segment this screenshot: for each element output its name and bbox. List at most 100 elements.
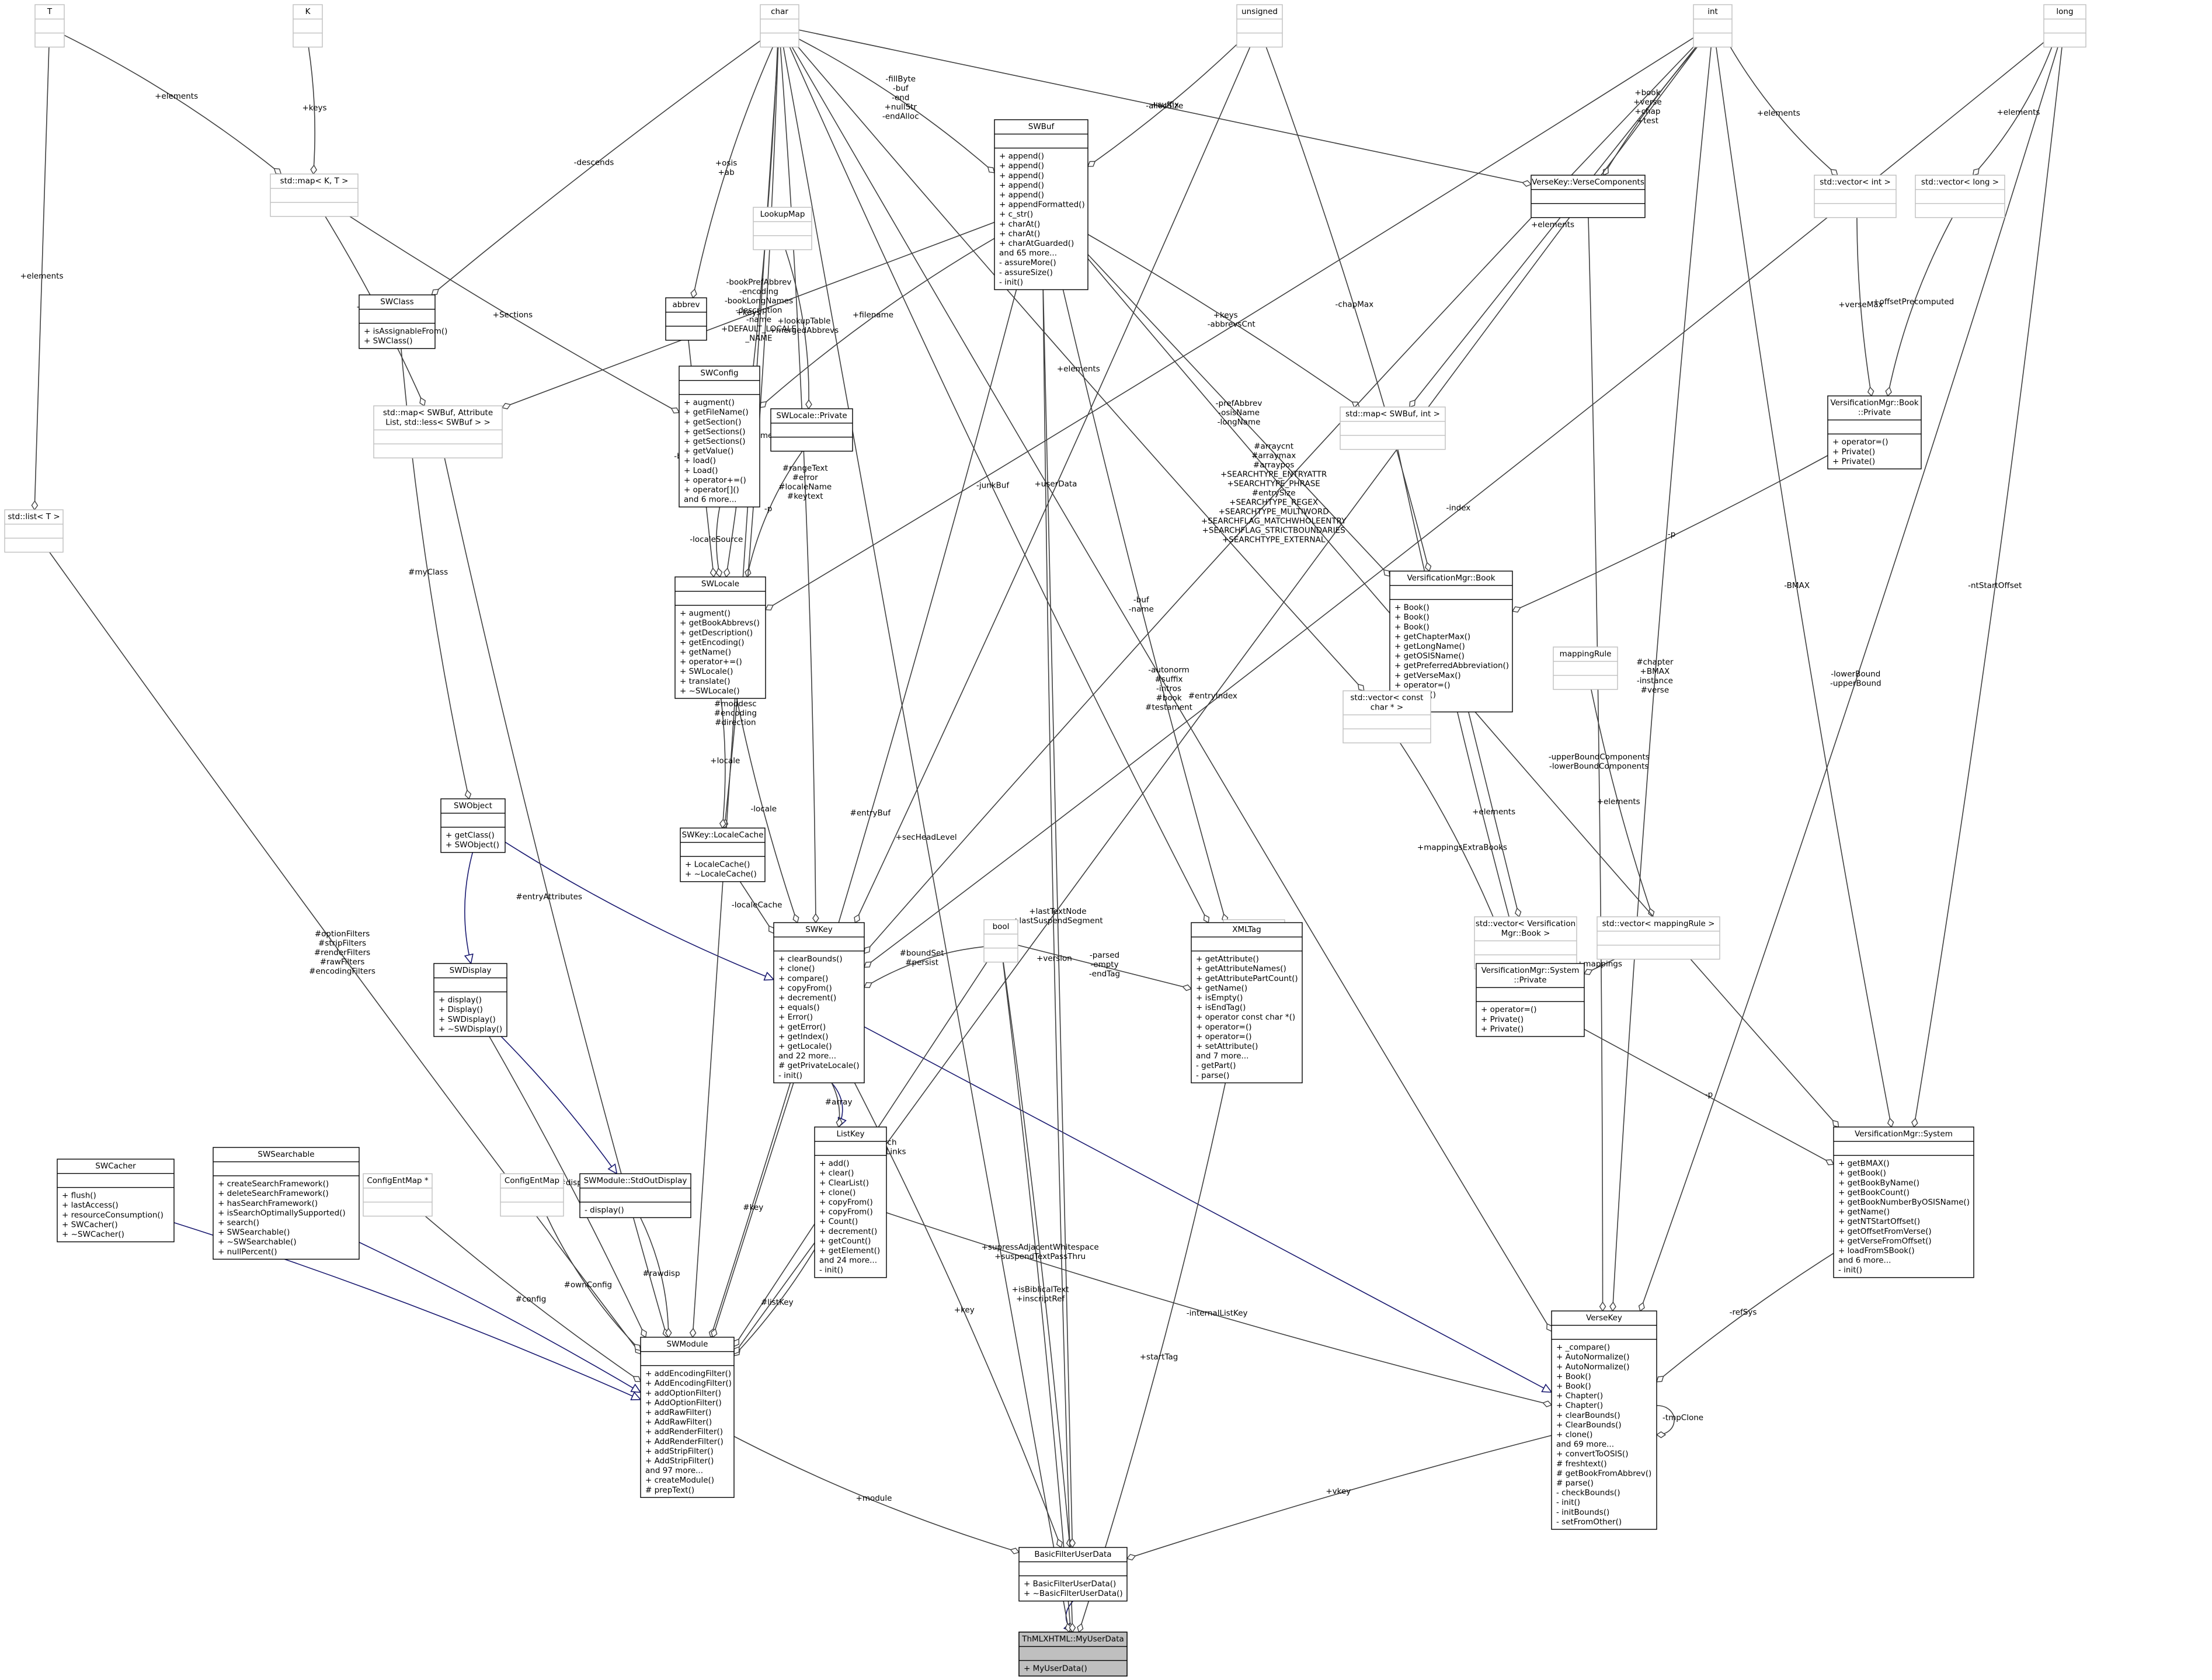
class-node-SWBuf[interactable]: SWBuf+ append()+ append()+ append()+ app… [994, 119, 1088, 290]
class-operation: - checkBounds() [1556, 1488, 1620, 1498]
edge-label-line: +keys [736, 308, 761, 317]
class-node-SWKey[interactable]: SWKey+ clearBounds()+ clone()+ compare()… [773, 922, 865, 1084]
class-node-VMBookPrivate[interactable]: VersificationMgr::Book::Private+ operato… [1827, 395, 1922, 469]
class-operation: + ClearList() [819, 1178, 869, 1188]
class-name: std::vector< int > [1820, 178, 1891, 187]
class-operation: + loadFromSBook() [1838, 1246, 1915, 1255]
class-box [1236, 4, 1283, 48]
usage-edge [64, 34, 281, 174]
class-node-SWObject[interactable]: SWObject+ getClass()+ SWObject() [440, 798, 506, 853]
class-node-mapSWBufInt[interactable]: std::map< SWBuf, int > [1340, 406, 1446, 450]
class-node-VMSystem[interactable]: VersificationMgr::System+ getBMAX()+ get… [1833, 1126, 1974, 1278]
edge-label-line: +suspendTextPassThru [994, 1252, 1086, 1261]
edge-label: -parsed-empty-endTag [1089, 951, 1120, 979]
class-node-LookupMap[interactable]: LookupMap [753, 207, 812, 251]
edge-label-line: -index [1446, 503, 1470, 513]
class-operation: + append() [999, 171, 1044, 180]
edge-label-line: #error [792, 473, 818, 482]
class-name: VerseKey::VerseComponents [1532, 178, 1644, 187]
class-node-VMSystemPrivate[interactable]: VersificationMgr::System::Private+ opera… [1476, 963, 1585, 1037]
class-node-unsigned[interactable]: unsigned [1236, 4, 1283, 48]
class-operation: + getChapterMax() [1394, 632, 1470, 641]
class-operation: + getOSISName() [1394, 652, 1465, 661]
class-node-long[interactable]: long [2043, 4, 2086, 48]
edge-label-line: +supressAdjacentWhitespace [982, 1243, 1099, 1252]
class-node-VerseComponents[interactable]: VerseKey::VerseComponents [1531, 175, 1646, 218]
class-operation: + append() [999, 152, 1044, 161]
edge-label: -p [764, 504, 772, 513]
class-operation: + operator const char *() [1196, 1013, 1295, 1022]
usage-edge [1017, 944, 1191, 989]
class-box [4, 509, 64, 553]
class-operation: + c_str() [999, 210, 1033, 219]
class-node-abbrev[interactable]: abbrev [665, 297, 707, 341]
class-node-SWConfig[interactable]: SWConfig+ augment()+ getFileName()+ getS… [679, 366, 760, 507]
class-node-vecVMBook[interactable]: std::vector< VersificationMgr::Book > [1474, 916, 1577, 969]
class-node-ConfigEntMap[interactable]: ConfigEntMap [500, 1173, 564, 1217]
class-operation: + operator=() [1196, 1022, 1252, 1032]
class-operation: # prepText() [645, 1486, 694, 1495]
usage-edge [886, 1212, 1552, 1405]
class-operation: + MyUserData() [1024, 1664, 1087, 1674]
edge-label-line: -bookPrefAbbrev [726, 277, 792, 287]
class-node-LocaleCache[interactable]: SWKey::LocaleCache+ LocaleCache()+ ~Loca… [680, 827, 766, 882]
class-node-MyUserData[interactable]: ThMLXHTML::MyUserData+ MyUserData() [1018, 1632, 1128, 1676]
class-node-vecLong[interactable]: std::vector< long > [1915, 175, 2005, 218]
usage-edge [1002, 962, 1071, 1632]
class-node-char[interactable]: char [760, 4, 799, 48]
class-operation: + add() [819, 1159, 850, 1168]
class-operation: + Private() [1481, 1024, 1524, 1034]
class-operation: and 97 more... [645, 1466, 703, 1476]
edge-label-line: #myClass [408, 568, 448, 577]
edge-label-line: -intros [1156, 684, 1181, 693]
class-node-vecInt[interactable]: std::vector< int > [1814, 175, 1897, 218]
usage-edge [1888, 217, 1953, 396]
class-node-stdmapKT[interactable]: std::map< K, T > [270, 173, 359, 217]
edge-label-line: +version [1037, 954, 1072, 964]
edge-label-line: #entryIndex [1188, 691, 1237, 701]
usage-edge [1640, 47, 2058, 1311]
class-name: std::map< SWBuf, int > [1345, 409, 1440, 419]
class-node-SWModule[interactable]: SWModule+ addEncodingFilter()+ AddEncodi… [640, 1337, 735, 1498]
class-node-int[interactable]: int [1693, 4, 1733, 48]
usage-edge [1042, 289, 1072, 1632]
edge-label: +mappingsExtraBooks [1417, 843, 1507, 853]
class-node-VerseKey[interactable]: VerseKey+ _compare()+ AutoNormalize()+ A… [1551, 1310, 1657, 1530]
class-node-stdlistT[interactable]: std::list< T > [4, 509, 64, 553]
class-operation: + BasicFilterUserData() [1024, 1580, 1116, 1589]
class-node-ConfigEntMapPtr[interactable]: ConfigEntMap * [363, 1173, 433, 1217]
class-node-vecMappingRule[interactable]: std::vector< mappingRule > [1597, 916, 1720, 960]
edge-label-line: #moddesc [714, 699, 757, 708]
class-node-BasicFilterUserData[interactable]: BasicFilterUserData+ BasicFilterUserData… [1018, 1547, 1128, 1602]
class-operation: + isAssignableFrom() [364, 327, 447, 336]
class-node-SWClass[interactable]: SWClass+ isAssignableFrom()+ SWClass() [359, 294, 447, 349]
class-node-SWLocalePrivate[interactable]: SWLocale::Private [770, 408, 853, 452]
class-operation: + append() [999, 161, 1044, 171]
class-operation: and 7 more... [1196, 1052, 1248, 1061]
class-operation: + append() [999, 190, 1044, 200]
class-box [1018, 1547, 1128, 1602]
class-node-XMLTag[interactable]: XMLTag+ getAttribute()+ getAttributeName… [1191, 922, 1303, 1084]
class-node-T[interactable]: T [34, 4, 65, 48]
class-node-StdOutDisplay[interactable]: SWModule::StdOutDisplay- display() [579, 1173, 691, 1218]
class-name: Mgr::Book > [1501, 929, 1550, 938]
class-node-SWDisplay[interactable]: SWDisplay+ display()+ Display()+ SWDispl… [433, 963, 507, 1037]
class-node-ListKey[interactable]: ListKey+ add()+ clear()+ ClearList()+ cl… [814, 1126, 887, 1278]
class-node-mappingRule[interactable]: mappingRule [1553, 646, 1618, 690]
class-box [1474, 916, 1577, 969]
class-node-bool[interactable]: bool [983, 919, 1018, 963]
edge-label-line: -empty [1090, 960, 1118, 969]
edge-label-line: #arraymax [1251, 451, 1296, 460]
class-node-SWLocale[interactable]: SWLocale+ augment()+ getBookAbbrevs()+ g… [674, 576, 766, 699]
class-node-SWSearchable[interactable]: SWSearchable+ createSearchFramework()+ d… [213, 1147, 360, 1260]
edge-label-line: +module [856, 1494, 892, 1503]
usage-edge [1591, 689, 1653, 917]
usage-edge [1087, 254, 1390, 576]
class-node-SWCacher[interactable]: SWCacher+ flush()+ lastAccess()+ resourc… [57, 1159, 175, 1243]
edge-label-line: #verse [1641, 686, 1670, 695]
class-node-K[interactable]: K [293, 4, 323, 48]
class-operation: + deleteSearchFramework() [218, 1189, 329, 1198]
